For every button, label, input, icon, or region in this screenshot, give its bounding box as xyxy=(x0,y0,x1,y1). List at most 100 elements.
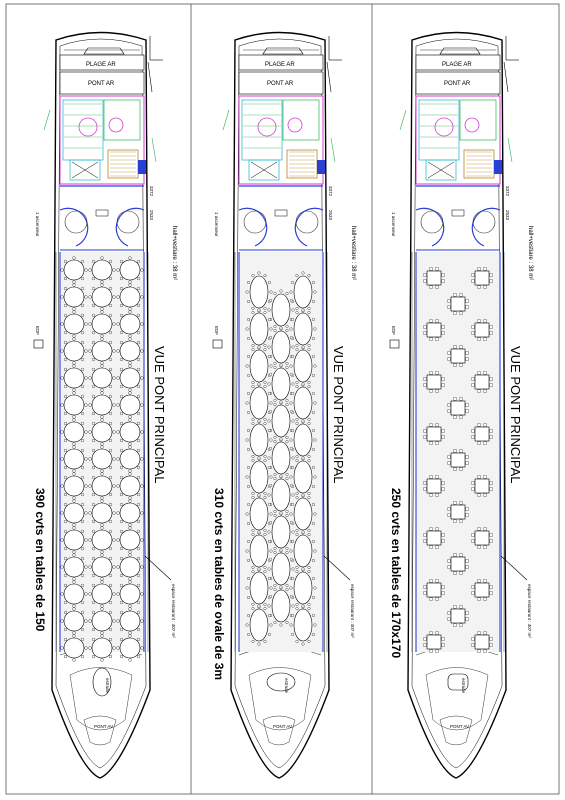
chair xyxy=(285,324,289,328)
chair xyxy=(295,348,299,352)
chair xyxy=(60,592,64,596)
chair xyxy=(119,421,124,426)
dimension-3372: 3372 xyxy=(149,186,154,197)
chair xyxy=(112,592,116,596)
chair xyxy=(91,411,96,416)
chair xyxy=(311,503,315,506)
chair xyxy=(72,337,76,341)
chair xyxy=(273,477,277,481)
chair xyxy=(136,546,141,551)
chair xyxy=(313,549,317,553)
round-table xyxy=(119,448,141,470)
chair xyxy=(279,511,283,515)
chair xyxy=(285,440,289,444)
chair xyxy=(247,596,251,599)
chair xyxy=(128,364,132,368)
chair xyxy=(63,556,68,561)
plage-ar-label: PLAGE AR xyxy=(265,62,295,68)
chair xyxy=(91,637,96,642)
round-table xyxy=(63,610,85,632)
chair xyxy=(269,373,273,376)
side-marker xyxy=(503,61,509,93)
chair xyxy=(471,591,475,595)
green-outline xyxy=(151,137,157,163)
chair xyxy=(72,631,76,635)
chair xyxy=(263,491,267,495)
chair xyxy=(291,604,295,608)
plage-ar-box xyxy=(59,54,145,71)
chair xyxy=(80,411,85,416)
chair xyxy=(91,529,96,534)
chair xyxy=(116,430,120,434)
chair xyxy=(128,604,132,608)
chair xyxy=(100,418,104,422)
chair xyxy=(136,610,141,615)
chair xyxy=(88,484,92,488)
chair xyxy=(301,604,305,608)
chair xyxy=(108,502,113,507)
oval-table xyxy=(293,460,313,494)
oval-table xyxy=(271,589,291,623)
chair xyxy=(423,325,427,329)
chair xyxy=(128,388,132,392)
chair xyxy=(140,592,144,596)
chair xyxy=(80,367,85,372)
service-counter xyxy=(108,117,124,133)
chair xyxy=(88,619,92,623)
chair xyxy=(108,421,113,426)
chair xyxy=(63,259,68,264)
round-table xyxy=(63,367,85,389)
chair xyxy=(311,466,315,469)
chair xyxy=(471,585,475,589)
chair xyxy=(289,364,293,368)
chair xyxy=(91,303,96,308)
chair xyxy=(136,259,141,264)
chair xyxy=(63,313,68,318)
chair xyxy=(251,607,255,611)
chair xyxy=(477,389,481,393)
chair xyxy=(116,619,120,623)
chair xyxy=(80,475,85,480)
chair xyxy=(251,491,255,495)
chair xyxy=(100,526,104,530)
chair xyxy=(72,499,76,503)
chair xyxy=(263,417,267,421)
chair xyxy=(483,649,487,653)
bow-deck-outline xyxy=(425,667,489,731)
chair xyxy=(295,491,299,495)
chair xyxy=(453,519,457,523)
chair xyxy=(72,307,76,311)
chair xyxy=(60,619,64,623)
chair xyxy=(63,610,68,615)
chair xyxy=(108,556,113,561)
chair xyxy=(63,384,68,389)
lift-shaft xyxy=(138,160,146,174)
chair xyxy=(251,274,255,278)
chair xyxy=(91,573,96,578)
chair xyxy=(269,549,273,553)
chair xyxy=(273,588,277,592)
square-table xyxy=(450,348,466,364)
chair xyxy=(60,268,64,272)
chair xyxy=(257,382,261,386)
spiral-stair-right xyxy=(471,207,501,247)
chair xyxy=(263,607,267,611)
chair xyxy=(295,496,299,500)
chair xyxy=(112,376,116,380)
chair xyxy=(423,637,427,641)
pont-ar-box xyxy=(59,71,145,95)
chair xyxy=(80,610,85,615)
chair xyxy=(63,367,68,372)
chair xyxy=(447,507,451,511)
round-table xyxy=(119,475,141,497)
oval-table xyxy=(293,571,313,605)
chair xyxy=(423,377,427,381)
chair xyxy=(136,286,141,291)
chair xyxy=(435,597,439,601)
chair xyxy=(100,310,104,314)
oval-table xyxy=(249,386,269,420)
chair xyxy=(263,570,267,574)
chair xyxy=(291,577,295,580)
chair xyxy=(447,565,451,569)
chair xyxy=(63,465,68,470)
